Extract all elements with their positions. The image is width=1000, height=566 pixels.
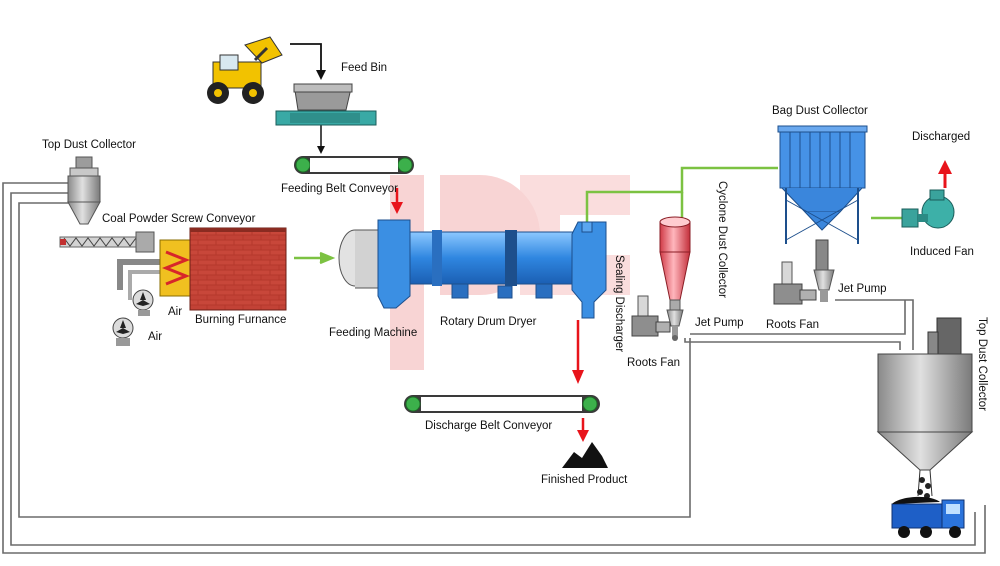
cyclone-dust-collector [659, 216, 691, 311]
induced-fan [901, 189, 955, 229]
label-bag-dust-collector: Bag Dust Collector [772, 105, 868, 117]
material-arrow-product [577, 418, 589, 442]
label-discharge-belt-conveyor: Discharge Belt Conveyor [425, 420, 553, 432]
label-roots-fan-middle: Roots Fan [627, 357, 681, 369]
label-jet-pump-middle: Jet Pump [695, 317, 744, 329]
gas-flow-lines [294, 166, 902, 265]
label-discharged: Discharged [912, 131, 971, 143]
roots-fan-right [773, 261, 817, 305]
label-top-dust-collector: Top Dust Collector [42, 139, 136, 151]
label-air-1: Air [168, 306, 183, 318]
top-dust-collector-left [67, 156, 101, 225]
label-air-2: Air [148, 331, 163, 343]
return-pipes [2, 182, 986, 554]
roots-fan-middle [631, 295, 671, 337]
label-coal-powder-screw-conveyor: Coal Powder Screw Conveyor [102, 213, 256, 225]
burning-furnace [117, 227, 287, 311]
label-feeding-belt-conveyor: Feeding Belt Conveyor [281, 183, 398, 195]
label-sealing-discharger: Sealing Discharger [613, 255, 625, 353]
feeding-belt-conveyor [294, 156, 414, 174]
label-induced-fan: Induced Fan [910, 246, 974, 258]
jet-pump-right [813, 269, 835, 302]
label-finished-product: Finished Product [541, 474, 628, 486]
wheel-loader-icon [207, 36, 283, 104]
dump-truck-icon [891, 496, 965, 538]
label-top-dust-collector-right: Top Dust Collector [976, 317, 988, 411]
label-jet-pump-right: Jet Pump [838, 283, 887, 295]
jet-pump-middle [666, 309, 684, 341]
discharged-arrow [938, 160, 952, 188]
material-arrow-out [572, 320, 584, 384]
feed-arrow [290, 43, 326, 154]
discharge-belt-conveyor [404, 395, 600, 413]
bag-dust-collector [777, 125, 868, 271]
air-blower-2 [112, 317, 134, 346]
top-dust-collector-right [876, 317, 974, 499]
label-feed-bin: Feed Bin [341, 62, 388, 74]
label-roots-fan-right: Roots Fan [766, 319, 820, 331]
finished-product-pile [562, 442, 608, 468]
label-rotary-drum-dryer: Rotary Drum Dryer [440, 316, 537, 328]
coal-powder-screw-conveyor [59, 231, 155, 253]
feed-bin [275, 83, 377, 126]
label-burning-furnance: Burning Furnance [195, 314, 287, 326]
air-blower-1 [132, 289, 154, 316]
rotary-drum-dryer [338, 219, 607, 319]
label-cyclone-dust-collector: Cyclone Dust Collector [716, 181, 728, 298]
material-arrow-in [391, 188, 403, 214]
label-feeding-machine: Feeding Machine [329, 327, 418, 339]
